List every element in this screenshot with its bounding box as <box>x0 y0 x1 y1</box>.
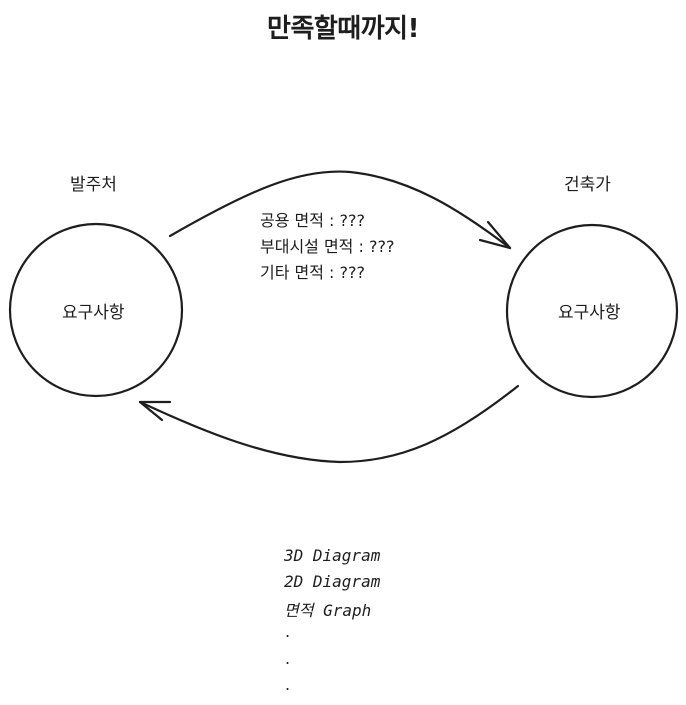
requirement-item: 기타 면적 : ??? <box>260 263 366 282</box>
deliverable-item: 면적 Graph <box>284 601 372 620</box>
deliverable-ellipsis: . <box>285 622 291 641</box>
deliverable-item: 2D Diagram <box>284 572 381 591</box>
requirement-item: 부대시설 면적 : ??? <box>260 237 395 256</box>
response-arrowhead <box>138 400 172 422</box>
client-circle <box>8 222 184 398</box>
requirement-item: 공용 면적 : ??? <box>260 211 366 230</box>
architect-requirements-text: 요구사항 <box>558 303 621 323</box>
deliverable-ellipsis: . <box>285 675 291 694</box>
deliverable-ellipsis: . <box>285 649 291 668</box>
request-arrowhead <box>478 220 512 250</box>
request-arrow <box>168 170 512 250</box>
client-label: 발주처 <box>70 175 117 195</box>
client-requirements-text: 요구사항 <box>62 303 125 323</box>
architect-circle <box>505 223 679 399</box>
response-arrow <box>138 384 520 464</box>
architect-label: 건축가 <box>564 175 611 195</box>
deliverable-item: 3D Diagram <box>284 546 381 565</box>
page-title: 만족할때까지! <box>267 14 419 44</box>
